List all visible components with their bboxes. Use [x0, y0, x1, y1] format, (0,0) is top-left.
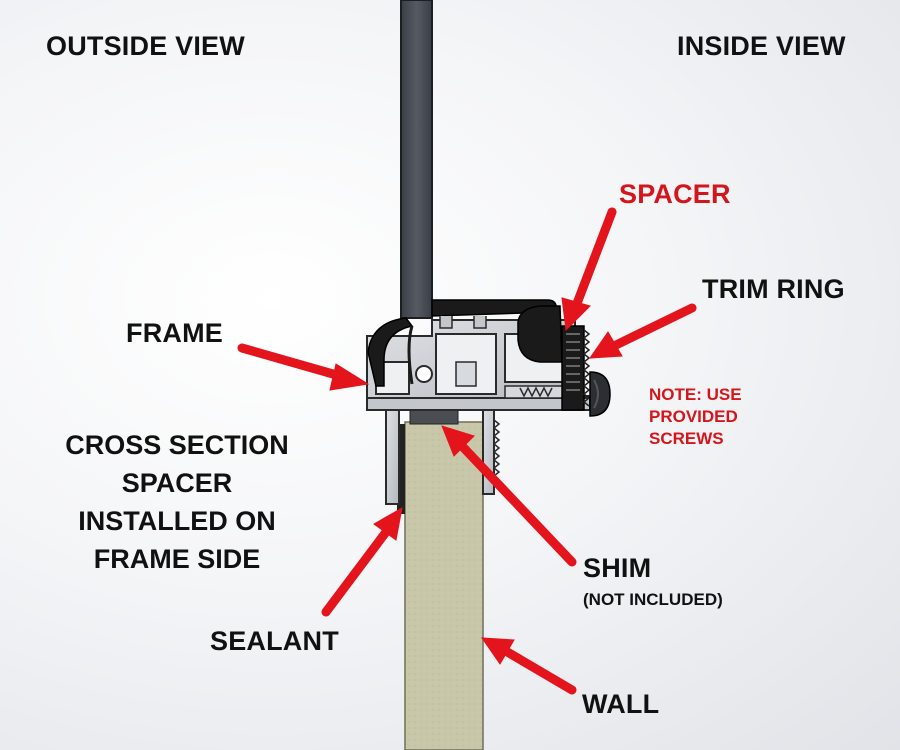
glass-pane [400, 0, 433, 319]
frame-label: FRAME [126, 318, 223, 348]
spacer-gasket [517, 305, 563, 363]
cross-section-caption: CROSS SECTION SPACER INSTALLED ON FRAME … [40, 426, 314, 578]
arrow-spacer [561, 207, 617, 332]
arrow-shim [441, 425, 577, 567]
outside-view-label: OUTSIDE VIEW [46, 31, 245, 61]
sealant-strip [397, 424, 405, 514]
screw-note-line: PROVIDED [649, 407, 738, 426]
inside-view-label: INSIDE VIEW [677, 31, 846, 61]
screw-note-line: NOTE: USE [649, 385, 742, 404]
screw-note: NOTE: USE PROVIDED SCREWS [649, 384, 742, 450]
spacer-label: SPACER [619, 179, 731, 209]
trim-ring-label: TRIM RING [702, 274, 845, 304]
arrow-trim-ring [589, 303, 697, 359]
shim-note-label: (NOT INCLUDED) [583, 590, 723, 609]
caption-line: SPACER [121, 468, 233, 498]
wall-label: WALL [582, 689, 660, 719]
screw-head [589, 371, 611, 417]
caption-line: INSTALLED ON [78, 506, 276, 536]
caption-line: FRAME SIDE [93, 544, 261, 574]
arrow-frame [237, 343, 370, 391]
trim-ring [561, 325, 591, 411]
frame-leg-left [385, 409, 400, 505]
sealant-label: SEALANT [210, 626, 339, 656]
screw-note-line: SCREWS [649, 429, 724, 448]
caption-line: CROSS SECTION [65, 430, 289, 460]
arrow-sealant [321, 507, 403, 617]
wall-slab [404, 421, 484, 750]
arrow-wall [481, 637, 577, 695]
shim-label: SHIM [583, 553, 652, 583]
